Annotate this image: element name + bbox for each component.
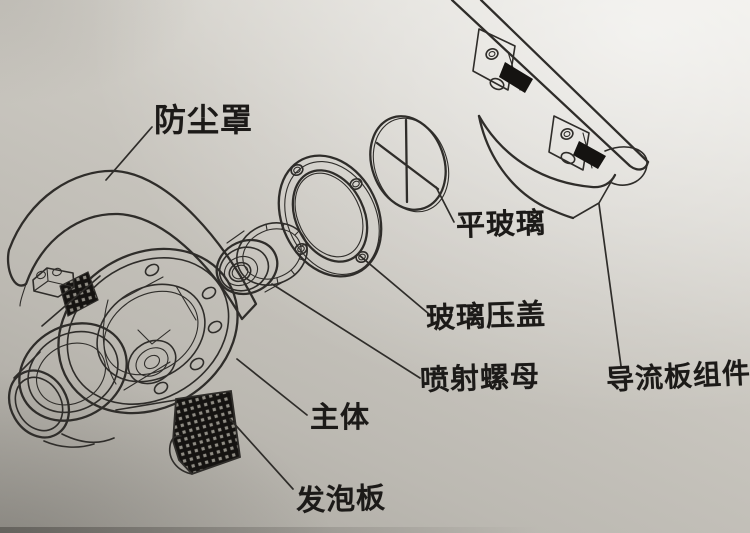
- label-glass-gland: 玻璃压盖: [425, 298, 547, 336]
- flat-glass-drawing: [369, 115, 450, 213]
- leader-main-body: [236, 358, 308, 416]
- leader-dust-cover: [105, 126, 153, 181]
- label-flat-glass: 平玻璃: [455, 207, 547, 243]
- leader-foam-board: [229, 418, 294, 490]
- main-body-drawing: [7, 247, 239, 448]
- label-main-body: 主体: [310, 402, 371, 434]
- label-foam-board: 发泡板: [295, 482, 387, 518]
- leader-deflector-assembly: [598, 203, 622, 367]
- leader-glass-gland: [358, 254, 430, 315]
- glass-gland-drawing: [277, 154, 383, 278]
- label-dust-cover: 防尘罩: [154, 102, 254, 138]
- top-fitting-drawing: [32, 267, 75, 298]
- foam-board-drawing: [168, 389, 241, 476]
- leader-flat-glass: [435, 186, 455, 223]
- leader-jet-nut: [271, 283, 421, 379]
- jet-nut-drawing: [215, 222, 308, 296]
- dust-cover-drawing: [6, 169, 258, 321]
- label-jet-nut: 喷射螺母: [419, 360, 541, 398]
- deflector-assembly-drawing: [450, 0, 650, 220]
